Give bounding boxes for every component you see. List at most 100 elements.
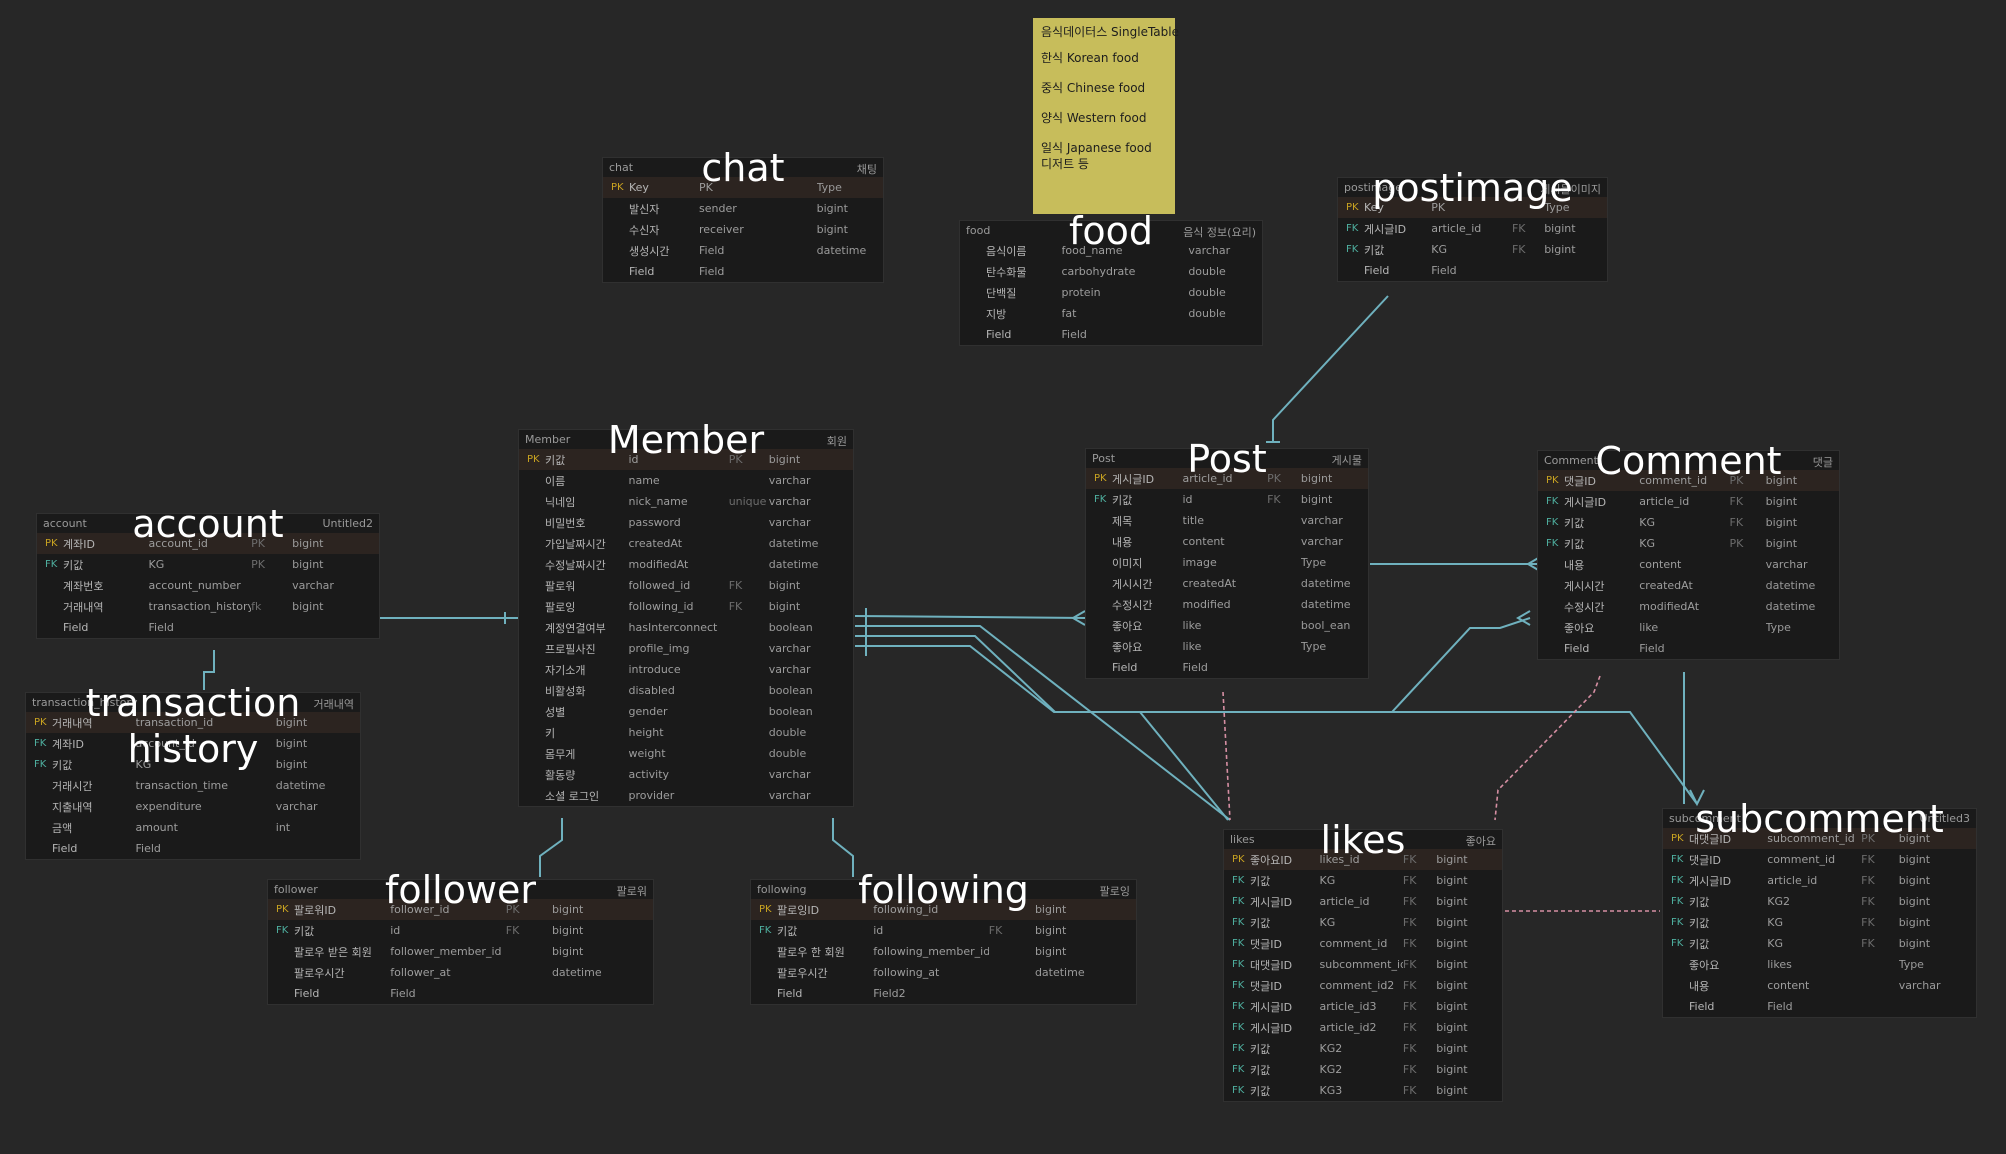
memo-note[interactable]: 음식데이터스 SingleTable 한식 Korean food 중식 Chi… — [1033, 18, 1179, 214]
